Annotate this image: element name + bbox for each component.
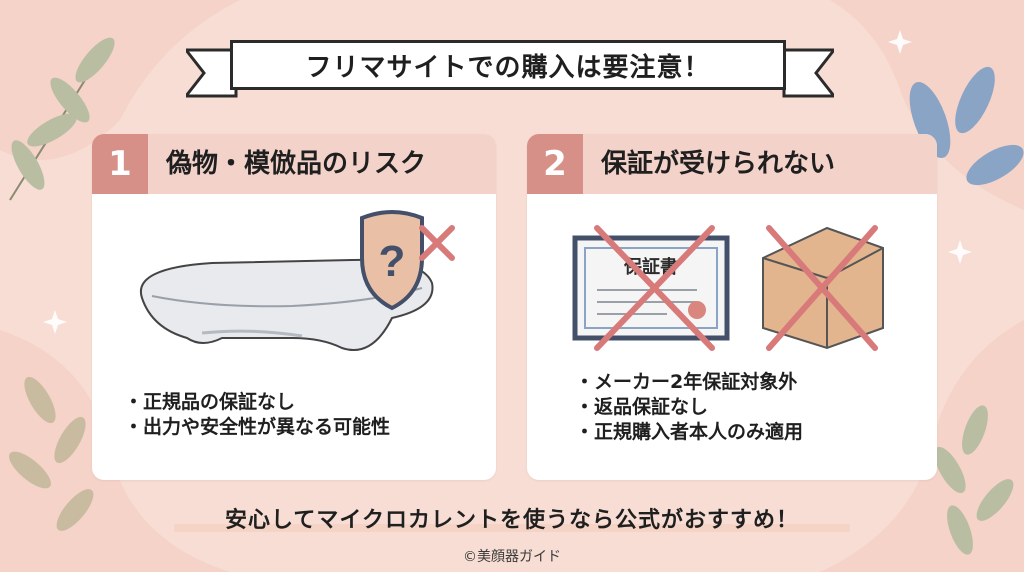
warranty-illustration: 保証書 xyxy=(572,225,884,351)
certificate-icon: 保証書 xyxy=(572,235,730,341)
credit-text: ©美顔器ガイド xyxy=(463,549,561,565)
x-mark-icon xyxy=(419,225,455,261)
list-item: 出力や安全性が異なる可能性 xyxy=(124,415,390,440)
title-banner: フリマサイトでの購入は要注意！ xyxy=(186,30,834,100)
device-illustration: ? xyxy=(139,210,455,351)
risk-card-2: 2 保証が受けられない 保証書 メーカー2年保証対象外 返品保証なし 正規購 xyxy=(527,134,937,480)
bullet-list: 正規品の保証なし 出力や安全性が異なる可能性 xyxy=(124,390,390,440)
bullet-list: メーカー2年保証対象外 返品保証なし 正規購入者本人のみ適用 xyxy=(575,370,803,445)
list-item: メーカー2年保証対象外 xyxy=(575,370,803,395)
card-title: 保証が受けられない xyxy=(601,149,836,179)
list-item: 正規品の保証なし xyxy=(124,390,390,415)
risk-card-1: 1 偽物・模倣品のリスク ? 正規品の保証なし 出力や安全性が異なる可能性 xyxy=(92,134,496,480)
ribbon-shape xyxy=(186,48,834,98)
svg-text:?: ? xyxy=(379,237,406,286)
shield-question-icon: ? xyxy=(360,210,424,311)
cross-marks xyxy=(594,225,878,351)
card-header: 1 偽物・模倣品のリスク xyxy=(92,134,496,194)
page-title: フリマサイトでの購入は要注意！ xyxy=(230,40,786,90)
recommendation-text: 安心してマイクロカレントを使うなら公式がおすすめ！ xyxy=(174,498,850,538)
list-item: 返品保証なし xyxy=(575,395,803,420)
card-header: 2 保証が受けられない xyxy=(527,134,937,194)
card-number: 1 xyxy=(92,134,148,194)
card-title: 偽物・模倣品のリスク xyxy=(166,149,427,179)
list-item: 正規購入者本人のみ適用 xyxy=(575,420,803,445)
card-number: 2 xyxy=(527,134,583,194)
